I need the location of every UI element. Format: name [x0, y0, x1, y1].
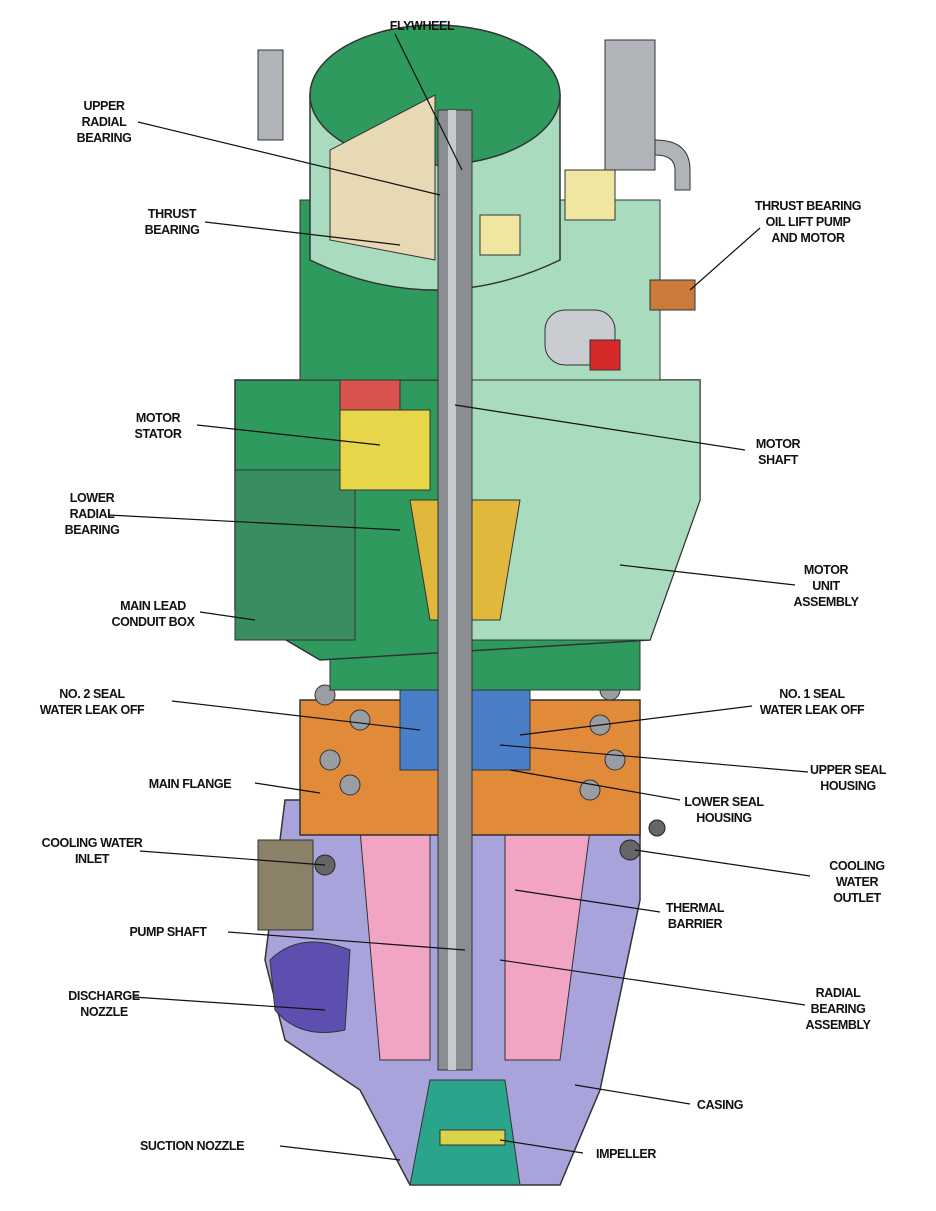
label-main-flange: MAIN FLANGE — [148, 777, 232, 791]
conduit-box — [234, 469, 356, 641]
label-suction-nozzle: SUCTION NOZZLE — [139, 1139, 245, 1153]
leader-lines — [107, 33, 811, 1161]
label-pump-shaft: PUMP SHAFT — [129, 925, 207, 939]
outlet-fitting — [619, 839, 641, 861]
stator — [339, 409, 431, 491]
discharge-nozzle-shape — [269, 941, 351, 1033]
label-flywheel: FLYWHEEL — [389, 19, 455, 33]
label-impeller: IMPELLER — [596, 1147, 656, 1161]
cooling-inlet-box — [257, 839, 314, 931]
label-casing: CASING — [696, 1098, 744, 1112]
